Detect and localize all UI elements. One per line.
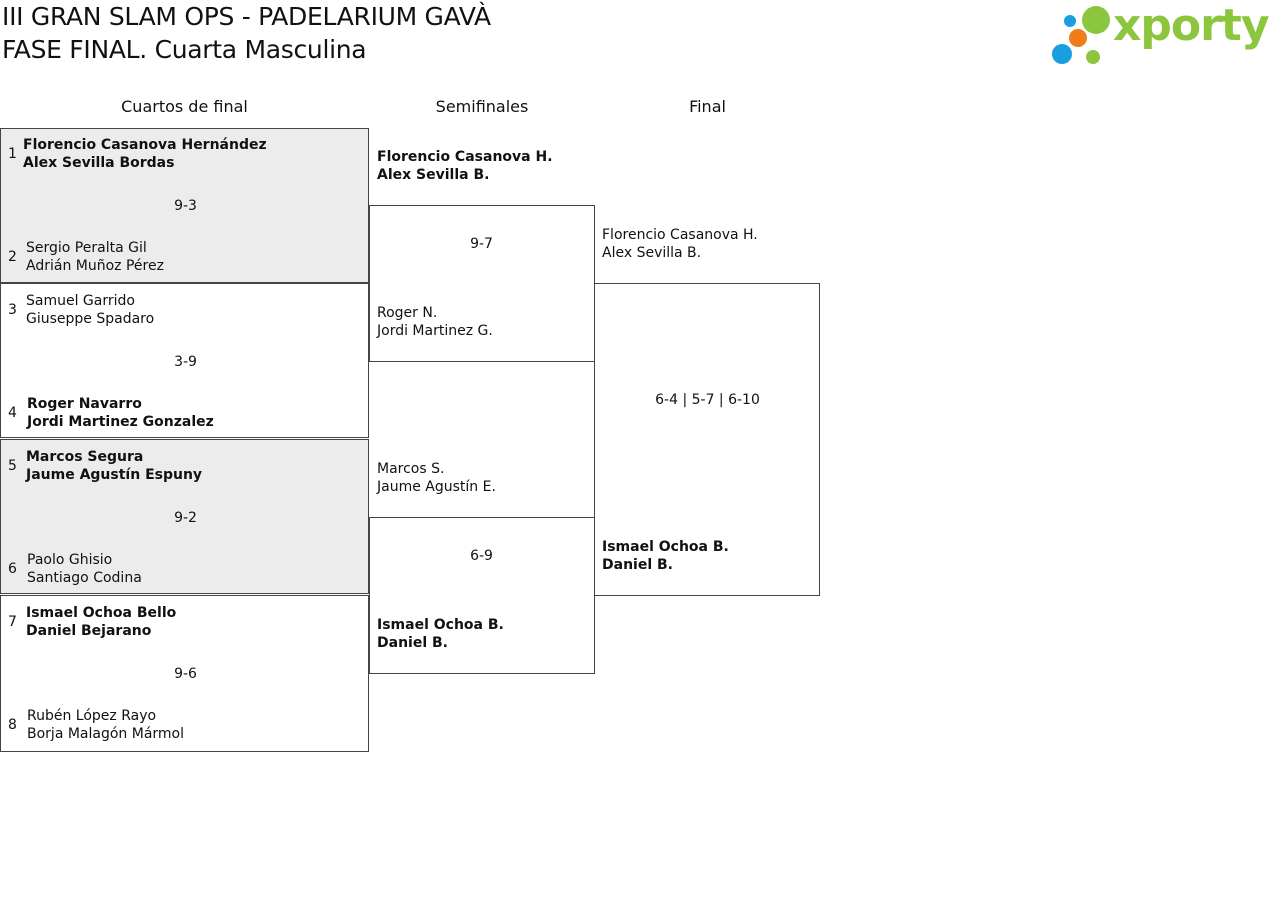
player-name: Borja Malagón Mármol [27, 726, 185, 742]
seed-number: 1 [8, 146, 17, 162]
qf4-score: 9-6 [174, 666, 197, 682]
round-header-quarterfinals: Cuartos de final [121, 97, 248, 116]
player-name: Alex Sevilla B. [602, 245, 702, 261]
player-name: Florencio Casanova Hernández [23, 137, 267, 153]
player-name: Ismael Ochoa Bello [26, 605, 177, 621]
player-name: Giuseppe Spadaro [26, 311, 155, 327]
final-score: 6-4 | 5-7 | 6-10 [655, 392, 760, 408]
player-name: Rubén López Rayo [27, 708, 157, 724]
player-name: Roger Navarro [27, 396, 142, 412]
player-name: Florencio Casanova H. [377, 149, 553, 165]
player-name: Alex Sevilla Bordas [23, 155, 175, 171]
player-name: Alex Sevilla B. [377, 167, 490, 183]
player-name: Jaume Agustín E. [377, 479, 496, 495]
player-name: Jordi Martinez G. [377, 323, 493, 339]
logo-wordmark: xporty [1113, 0, 1270, 51]
player-name: Roger N. [377, 305, 438, 321]
player-name: Paolo Ghisio [27, 552, 113, 568]
sf1-bottom-pair[interactable]: Roger N. Jordi Martinez G. [377, 304, 493, 340]
sf-bracket-1 [369, 205, 595, 362]
sf2-top-pair[interactable]: Marcos S. Jaume Agustín E. [377, 460, 496, 496]
qf-match-2[interactable]: 3 Samuel Garrido Giuseppe Spadaro 3-9 4 … [0, 283, 369, 438]
qf4-bottom-pair[interactable]: Rubén López Rayo Borja Malagón Mármol [27, 707, 184, 743]
final-top-pair[interactable]: Florencio Casanova H. Alex Sevilla B. [602, 226, 758, 262]
sf1-score: 9-7 [470, 236, 493, 252]
qf3-top-pair[interactable]: Marcos Segura Jaume Agustín Espuny [26, 448, 202, 484]
seed-number: 5 [8, 458, 17, 474]
sf1-top-pair[interactable]: Florencio Casanova H. Alex Sevilla B. [377, 148, 553, 184]
qf4-top-pair[interactable]: Ismael Ochoa Bello Daniel Bejarano [26, 604, 176, 640]
round-header-semifinals: Semifinales [435, 97, 529, 116]
seed-number: 6 [8, 561, 17, 577]
seed-number: 4 [8, 405, 17, 421]
player-name: Marcos S. [377, 461, 445, 477]
logo-dot-green-large [1082, 6, 1110, 34]
player-name: Daniel Bejarano [26, 623, 152, 639]
logo-dot-blue-large [1052, 44, 1072, 64]
qf2-bottom-pair[interactable]: Roger Navarro Jordi Martinez Gonzalez [27, 395, 214, 431]
round-header-final: Final [689, 97, 726, 116]
sf2-bottom-pair[interactable]: Ismael Ochoa B. Daniel B. [377, 616, 504, 652]
sf-bracket-2 [369, 517, 595, 674]
final-bracket [594, 283, 820, 596]
sf2-score: 6-9 [470, 548, 493, 564]
player-name: Marcos Segura [26, 449, 144, 465]
phase-title: FASE FINAL. Cuarta Masculina [2, 35, 367, 64]
qf3-bottom-pair[interactable]: Paolo Ghisio Santiago Codina [27, 551, 142, 587]
seed-number: 7 [8, 614, 17, 630]
xporty-logo[interactable]: xporty [1050, 0, 1276, 68]
seed-number: 2 [8, 249, 17, 265]
player-name: Jordi Martinez Gonzalez [27, 414, 214, 430]
qf2-top-pair[interactable]: Samuel Garrido Giuseppe Spadaro [26, 292, 154, 328]
seed-number: 3 [8, 302, 17, 318]
player-name: Jaume Agustín Espuny [26, 467, 203, 483]
tournament-title: III GRAN SLAM OPS - PADELARIUM GAVÀ [2, 2, 491, 31]
qf-match-3[interactable]: 5 Marcos Segura Jaume Agustín Espuny 9-2… [0, 439, 369, 594]
qf1-bottom-pair[interactable]: Sergio Peralta Gil Adrián Muñoz Pérez [26, 239, 164, 275]
player-name: Samuel Garrido [26, 293, 135, 309]
player-name: Ismael Ochoa B. [377, 617, 504, 633]
player-name: Sergio Peralta Gil [26, 240, 147, 256]
player-name: Adrián Muñoz Pérez [26, 258, 164, 274]
qf-match-4[interactable]: 7 Ismael Ochoa Bello Daniel Bejarano 9-6… [0, 595, 369, 752]
logo-dot-orange [1069, 29, 1087, 47]
qf1-top-pair[interactable]: Florencio Casanova Hernández Alex Sevill… [23, 136, 267, 172]
player-name: Santiago Codina [27, 570, 142, 586]
player-name: Daniel B. [377, 635, 448, 651]
logo-dot-blue [1064, 15, 1076, 27]
player-name: Daniel B. [602, 557, 673, 573]
qf2-score: 3-9 [174, 354, 197, 370]
final-bottom-pair[interactable]: Ismael Ochoa B. Daniel B. [602, 538, 729, 574]
player-name: Florencio Casanova H. [602, 227, 758, 243]
logo-dot-green-small [1086, 50, 1100, 64]
seed-number: 8 [8, 717, 17, 733]
qf1-score: 9-3 [174, 198, 197, 214]
qf-match-1[interactable]: 1 Florencio Casanova Hernández Alex Sevi… [0, 128, 369, 283]
player-name: Ismael Ochoa B. [602, 539, 729, 555]
qf3-score: 9-2 [174, 510, 197, 526]
